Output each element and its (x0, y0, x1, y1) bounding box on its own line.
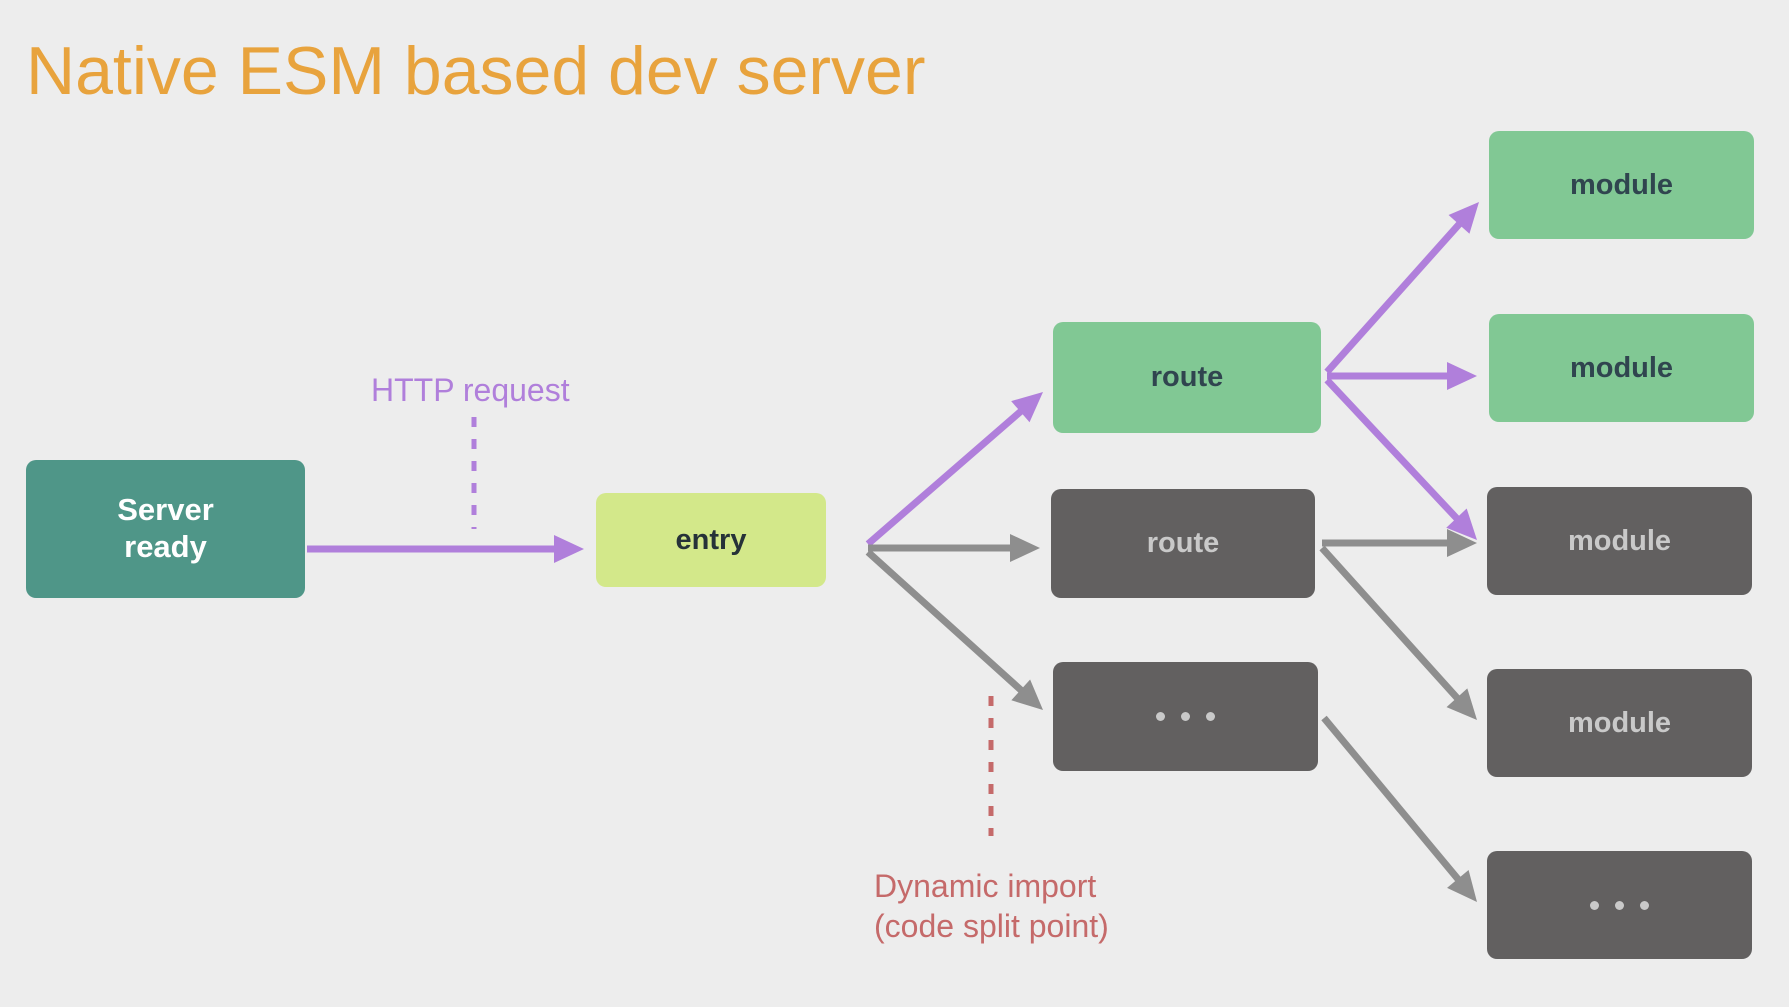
ellipsis-icon (1590, 900, 1649, 910)
node-entry[interactable]: entry (596, 493, 826, 587)
edge-route-1-to-module-1 (1324, 202, 1479, 375)
edge-shaft (1321, 715, 1464, 885)
edge-arrowhead (1448, 202, 1479, 234)
dot (1156, 712, 1165, 721)
edge-arrowhead (1010, 534, 1040, 562)
node-label: Server ready (117, 492, 214, 564)
dot (1615, 900, 1624, 910)
node-module-4[interactable]: module (1487, 669, 1752, 777)
edge-ellipsis-1-to-ellipsis-2 (1321, 715, 1477, 902)
edge-arrowhead (1447, 529, 1477, 557)
edge-server-to-entry (307, 535, 584, 563)
node-module-2[interactable]: module (1489, 314, 1754, 422)
node-route-2[interactable]: route (1051, 489, 1315, 598)
node-label: entry (675, 523, 747, 556)
edge-arrowhead (1447, 362, 1477, 390)
edge-route-2-to-module-3 (1322, 529, 1477, 557)
page-title: Native ESM based dev server (26, 33, 926, 109)
edge-arrowhead (1446, 508, 1477, 540)
edge-entry-to-ellipsis-1 (865, 549, 1043, 710)
dot (1206, 712, 1215, 721)
edge-route-1-to-module-2 (1327, 362, 1477, 390)
edge-shaft (1324, 219, 1465, 375)
ellipsis-icon (1156, 712, 1215, 721)
edge-route-1-to-module-3 (1324, 377, 1477, 540)
node-ellipsis-2[interactable] (1487, 851, 1752, 959)
edge-route-2-to-module-4 (1319, 545, 1477, 720)
node-label: module (1569, 351, 1674, 384)
node-label: route (1146, 527, 1220, 560)
node-ellipsis-1[interactable] (1053, 662, 1318, 771)
node-route-1[interactable]: route (1053, 322, 1321, 433)
dot (1590, 900, 1599, 910)
edge-arrowhead (1447, 869, 1477, 902)
dot (1640, 900, 1649, 910)
dot (1181, 712, 1190, 721)
edge-shaft (865, 406, 1026, 547)
edge-shaft (865, 549, 1027, 696)
edge-arrowhead (554, 535, 584, 563)
edge-entry-to-route-2 (868, 534, 1040, 562)
node-label: module (1567, 524, 1672, 557)
node-module-1[interactable]: module (1489, 131, 1754, 239)
node-module-3[interactable]: module (1487, 487, 1752, 595)
edge-arrowhead (1446, 688, 1477, 720)
edge-shaft (1324, 377, 1462, 524)
edge-arrowhead (1011, 679, 1043, 710)
node-label: module (1569, 168, 1674, 201)
node-server[interactable]: Server ready (26, 460, 305, 598)
edge-shaft (1319, 545, 1463, 704)
node-label: route (1150, 361, 1224, 394)
edge-entry-to-route-1 (865, 392, 1043, 547)
annotation-dynamic-import: Dynamic import (code split point) (874, 868, 1109, 945)
annotation-http-request: HTTP request (371, 372, 570, 408)
edge-arrowhead (1011, 392, 1043, 423)
node-label: module (1567, 706, 1672, 739)
